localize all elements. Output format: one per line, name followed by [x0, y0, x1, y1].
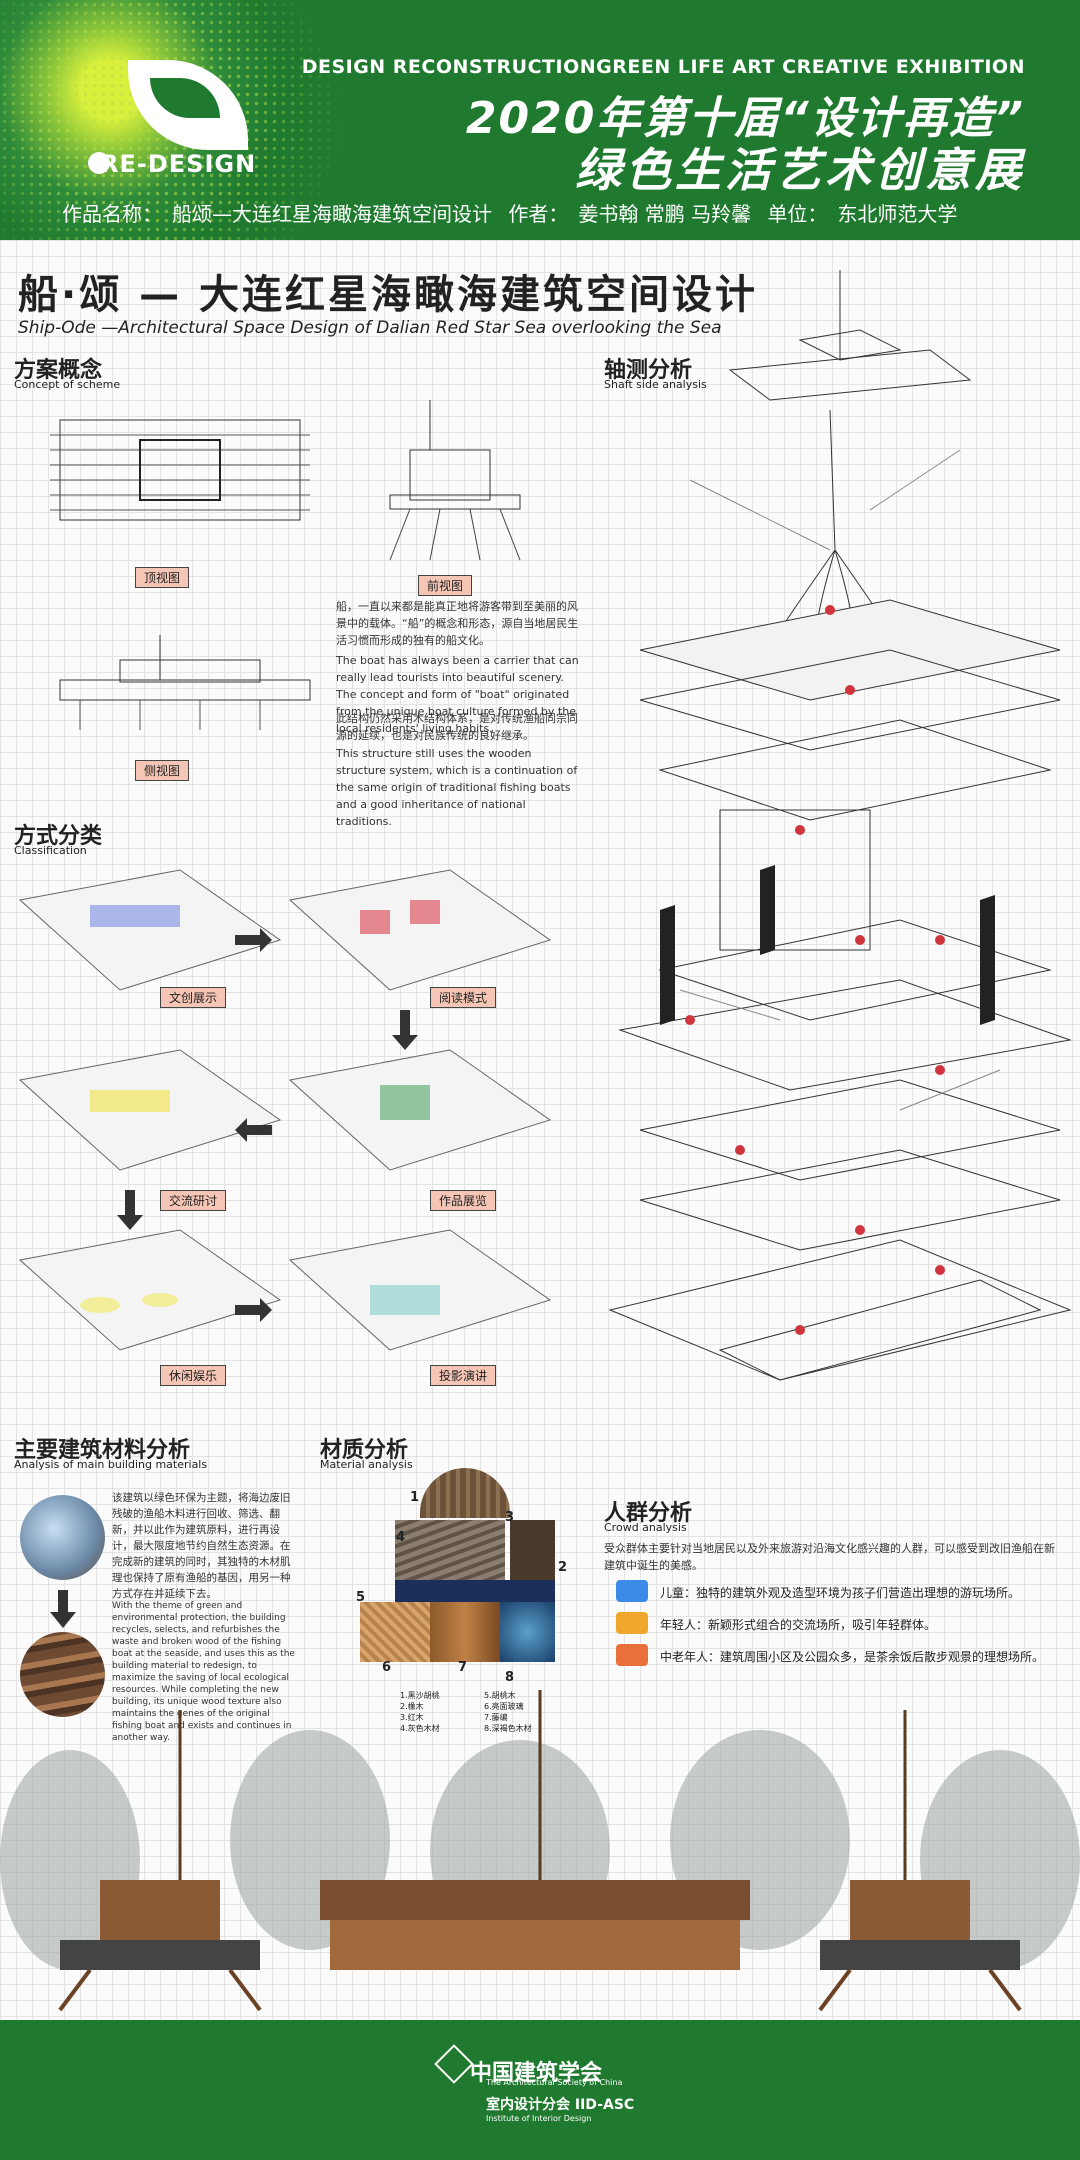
crowd-text: 建筑周围小区及公园众多，是茶余饭后散步观景的理想场所。: [720, 1650, 1045, 1664]
work-meta: 作品名称： 船颂—大连红星海瞰海建筑空间设计 作者： 姜书翰 常鹏 马羚馨 单位： 东…: [62, 198, 967, 227]
swatch-3: [510, 1520, 555, 1580]
classification-subheading: Classification: [14, 844, 87, 857]
class-caption-2: 阅读模式: [430, 987, 497, 1008]
down-arrow-icon: [50, 1590, 76, 1628]
texture-legend: 1.黑沙胡桃 2.橡木 3.红木 4.灰色木材 5.胡桃木 6.亮面玻璃 7.藤…: [400, 1690, 560, 1734]
crowd-item-youth: 年轻人：新颖形式组合的交流场所，吸引年轻群体。: [660, 1616, 936, 1633]
meta-name-label: 作品名称：: [62, 202, 162, 226]
footer-org-cn: 中国建筑学会: [470, 2061, 603, 2086]
legend-item: 7.藤编: [484, 1713, 508, 1722]
footer-branch-cn: 室内设计分会 IID-ASC: [486, 2097, 635, 2113]
concept-subheading: Concept of scheme: [14, 378, 121, 391]
legend-item: 2.橡木: [400, 1702, 424, 1711]
concept-para2-en: This structure still uses the wooden str…: [336, 747, 578, 828]
poster-title-cn: 船·颂 — 大连红星海瞰海建筑空间设计: [18, 272, 759, 318]
axon-subheading: Shaft side analysis: [604, 378, 707, 391]
axon-heading: 轴测分析: [604, 358, 693, 383]
materials-subheading: Analysis of main building materials: [14, 1458, 208, 1471]
front-view-caption: 前视图: [418, 575, 473, 596]
meta-unit-label: 单位：: [767, 202, 828, 226]
swatch-6: [430, 1602, 500, 1662]
reclaimed-wood-photo: [20, 1632, 105, 1717]
swatch-7: [500, 1602, 555, 1662]
materials-para-cn: 该建筑以绿色环保为主题，将海边废旧残破的渔船木料进行回收、筛选、翻新，并以此作为…: [112, 1492, 291, 1600]
elevation-rendering: [0, 1690, 1080, 2012]
meta-author-value: 姜书翰 常鹏 马羚馨: [578, 202, 752, 226]
concept-heading: 方案概念: [14, 358, 103, 383]
class-caption-1: 文创展示: [160, 987, 227, 1008]
legend-item: 5.胡桃木: [484, 1691, 516, 1700]
meta-author-label: 作者：: [508, 202, 569, 226]
top-view-drawing: [50, 419, 310, 521]
old-boat-photo: [20, 1495, 105, 1580]
classification-heading: 方式分类: [14, 824, 103, 849]
elderly-icon: [616, 1644, 648, 1666]
crowd-text: 新颖形式组合的交流场所，吸引年轻群体。: [708, 1618, 937, 1632]
crowd-item-elderly: 中老年人：建筑周围小区及公园众多，是茶余饭后散步观景的理想场所。: [660, 1648, 1044, 1665]
crowd-label: 中老年人：: [660, 1650, 721, 1664]
meta-unit-value: 东北师范大学: [837, 202, 958, 226]
poster-title-en: Ship-Ode —Architectural Space Design of …: [18, 318, 722, 338]
footer-org-en: The Architectural Society of China: [486, 2078, 623, 2087]
legend-item: 6.亮面玻璃: [484, 1702, 524, 1711]
swatch-number-3: 3: [505, 1510, 515, 1525]
logo-dot-icon: [88, 152, 110, 174]
concept-para2-cn: 此结构仍然采用木结构体系，是对传统渔船同宗同源的延续，也是对民族传统的良好继承。: [336, 712, 578, 742]
texture-subheading: Material analysis: [320, 1458, 413, 1471]
front-view-drawing: [389, 400, 521, 561]
swatch-number-7: 7: [458, 1660, 468, 1675]
class-caption-5: 休闲娱乐: [160, 1365, 227, 1386]
chinese-title-line1: 2020年第十届“设计再造”: [465, 93, 1025, 144]
crowd-text: 独特的建筑外观及造型环境为孩子们营造出理想的游玩场所。: [696, 1586, 1021, 1600]
chinese-title-line2: 绿色生活艺术创意展: [575, 143, 1025, 197]
meta-name-value: 船颂—大连红星海瞰海建筑空间设计: [172, 202, 492, 226]
logo-text: RE-DESIGN: [100, 150, 257, 178]
side-view-drawing: [59, 635, 311, 730]
footer-banner: [0, 2020, 1080, 2160]
axonometric-exploded-drawing: [608, 270, 1072, 1381]
children-icon: [616, 1580, 648, 1602]
class-caption-4: 作品展览: [430, 1190, 497, 1211]
footer-branch-en: Institute of Interior Design: [486, 2114, 592, 2123]
materials-heading: 主要建筑材料分析: [14, 1438, 191, 1463]
class-caption-3: 交流研讨: [160, 1190, 227, 1211]
class-caption-6: 投影演讲: [430, 1365, 497, 1386]
swatch-2: [395, 1580, 555, 1602]
swatch-number-6: 6: [382, 1660, 392, 1675]
materials-para-en: With the theme of green and environmenta…: [112, 1601, 295, 1743]
legend-item: 1.黑沙胡桃: [400, 1691, 440, 1700]
texture-heading: 材质分析: [320, 1438, 409, 1463]
legend-item: 4.灰色木材: [400, 1724, 440, 1733]
top-view-caption: 顶视图: [135, 567, 190, 588]
swatch-4: [395, 1520, 505, 1580]
swatch-number-8: 8: [505, 1670, 515, 1685]
english-exhibition-title: DESIGN RECONSTRUCTIONGREEN LIFE ART CREA…: [301, 56, 1025, 78]
crowd-intro: 受众群体主要针对当地居民以及外来旅游对沿海文化感兴趣的人群，可以感受到改旧渔船在…: [604, 1542, 1055, 1572]
youth-icon: [616, 1612, 648, 1634]
crowd-subheading: Crowd analysis: [604, 1521, 687, 1534]
side-view-caption: 侧视图: [135, 760, 190, 781]
swatch-5: [360, 1602, 430, 1662]
legend-item: 3.红木: [400, 1713, 424, 1722]
crowd-heading: 人群分析: [604, 1501, 693, 1526]
concept-para1-en: The boat has always been a carrier that …: [336, 654, 579, 735]
crowd-item-children: 儿童：独特的建筑外观及造型环境为孩子们营造出理想的游玩场所。: [660, 1584, 1020, 1601]
classification-diagrams: [18, 869, 552, 1351]
concept-para1-cn: 船，一直以来都是能真正地将游客带到至美丽的风景中的载体。“船”的概念和形态，源自…: [336, 600, 579, 647]
swatch-number-2: 2: [558, 1560, 568, 1575]
legend-item: 8.深褐色木材: [484, 1724, 532, 1733]
swatch-number-4: 4: [396, 1530, 406, 1545]
swatch-number-5: 5: [356, 1590, 366, 1605]
swatch-number-1: 1: [410, 1490, 420, 1505]
crowd-label: 儿童：: [660, 1586, 697, 1600]
crowd-label: 年轻人：: [660, 1618, 709, 1632]
